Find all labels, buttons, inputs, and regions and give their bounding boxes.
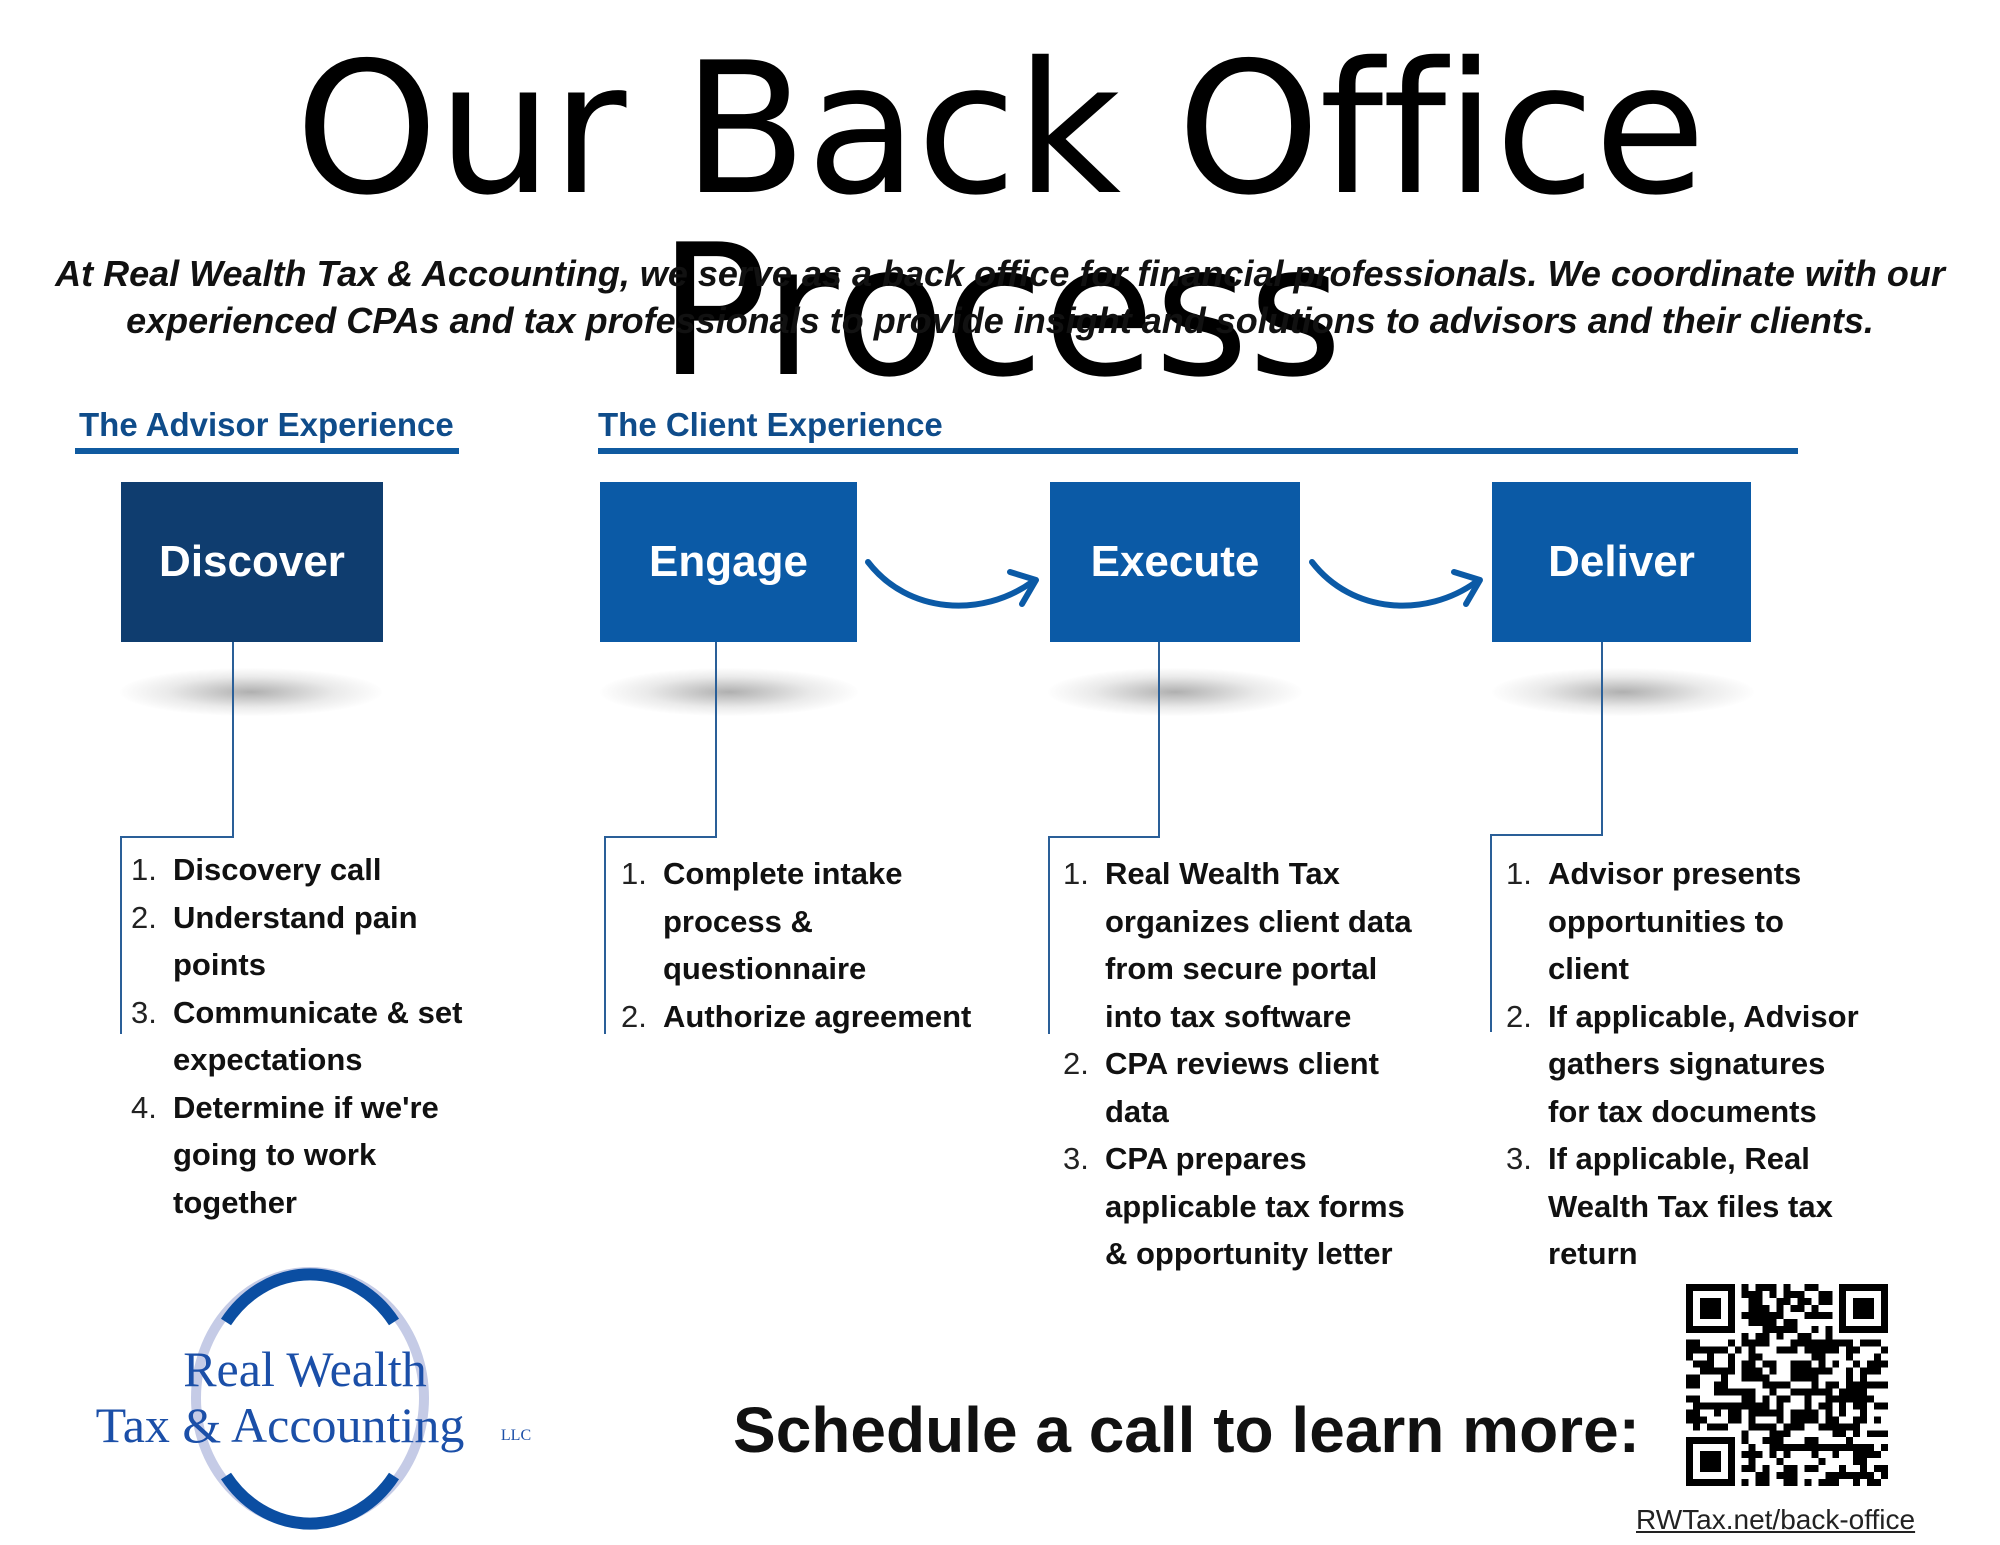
shadow-discover <box>120 668 382 716</box>
step-number: 2. <box>1063 1046 1089 1081</box>
step-number: 4. <box>131 1089 157 1125</box>
qr-code-icon[interactable] <box>1686 1284 1888 1486</box>
step-text: from secure portal <box>1105 951 1378 986</box>
intro-line-1: At Real Wealth Tax & Accounting, we serv… <box>55 253 1945 294</box>
connector-engage-down <box>604 836 606 1034</box>
step-text: If applicable, Real <box>1548 1141 1810 1176</box>
step-text: gathers signatures <box>1548 1046 1826 1081</box>
step-number: 2. <box>621 998 647 1034</box>
step-text: & opportunity letter <box>1105 1236 1393 1271</box>
step-text: Wealth Tax files tax <box>1548 1188 1833 1224</box>
step-item: 2. Understand pain points <box>131 894 471 989</box>
connector-execute <box>1158 642 1160 838</box>
step-item: 2. If applicable, Advisor gathers signatur… <box>1506 993 1906 1136</box>
step-number: 1. <box>1063 856 1089 891</box>
step-item: 1. Complete intake process & questionnaire <box>621 850 1001 993</box>
connector-deliver-down <box>1490 834 1492 1032</box>
step-text: CPA reviews client <box>1105 1046 1379 1081</box>
logo-line-2: Tax & Accounting <box>96 1397 465 1453</box>
step-text: data <box>1105 1093 1169 1129</box>
execute-steps: 1. Real Wealth Tax organizes client data fr… <box>1063 850 1463 1278</box>
stage-engage: Engage <box>600 482 857 642</box>
connector-discover <box>232 642 234 838</box>
stage-discover: Discover <box>121 482 383 642</box>
connector-engage <box>715 642 717 838</box>
connector-execute-down <box>1048 836 1050 1034</box>
curved-arrow-icon <box>865 559 1039 609</box>
step-item: 1. Advisor presents opportunities to client <box>1506 850 1906 993</box>
step-item: 3. CPA prepares applicable tax forms & oppo… <box>1063 1135 1463 1278</box>
step-text: for tax documents <box>1548 1093 1817 1129</box>
step-item: 2. CPA reviews client data <box>1063 1040 1463 1135</box>
step-number: 3. <box>131 994 157 1030</box>
discover-steps: 1. Discovery call 2. Understand pain points 3… <box>131 846 471 1226</box>
step-text: process & <box>663 903 813 939</box>
step-text: Complete intake <box>663 856 903 891</box>
step-item: 2. Authorize agreement <box>621 993 1001 1041</box>
stage-deliver: Deliver <box>1492 482 1751 642</box>
connector-deliver-h <box>1490 834 1601 836</box>
step-number: 1. <box>621 856 647 891</box>
step-text: Determine if we're <box>173 1089 439 1125</box>
step-text: together <box>173 1184 297 1220</box>
step-text: Discovery call <box>173 852 382 887</box>
engage-steps: 1. Complete intake process & questionnaire 2… <box>621 850 1001 1040</box>
deliver-steps: 1. Advisor presents opportunities to client… <box>1506 850 1906 1278</box>
step-text: If applicable, Advisor <box>1548 998 1859 1034</box>
connector-discover-h <box>120 836 232 838</box>
step-text: points <box>173 947 266 982</box>
step-item: 4. Determine if we're going to work togethe… <box>131 1084 471 1227</box>
step-number: 3. <box>1506 1141 1532 1176</box>
advisor-experience-label: The Advisor Experience <box>79 406 454 443</box>
connector-discover-down <box>120 836 122 1034</box>
step-text: into tax software <box>1105 998 1352 1034</box>
step-item: 3. Communicate & set expectations <box>131 989 471 1084</box>
cta-text: Schedule a call to learn more: <box>733 1394 1640 1466</box>
step-text: client <box>1548 951 1629 986</box>
client-underline <box>598 448 1798 454</box>
step-number: 1. <box>131 852 157 887</box>
step-number: 3. <box>1063 1141 1089 1176</box>
logo-line-1: Real Wealth <box>183 1341 427 1397</box>
step-text: Real Wealth Tax <box>1105 856 1340 891</box>
shadow-deliver <box>1492 668 1754 716</box>
step-text: return <box>1548 1236 1638 1271</box>
step-text: Communicate & set <box>173 994 463 1030</box>
step-text: applicable tax forms <box>1105 1188 1405 1224</box>
step-text: Understand pain <box>173 899 418 935</box>
step-text: expectations <box>173 1042 363 1077</box>
shadow-engage <box>600 668 858 716</box>
step-text: organizes client data <box>1105 903 1412 939</box>
real-wealth-logo: Real Wealth Tax & Accounting LLC <box>96 1267 531 1530</box>
intro-text: At Real Wealth Tax & Accounting, we serv… <box>40 250 1960 344</box>
step-text: going to work <box>173 1137 377 1172</box>
step-text: Authorize agreement <box>663 998 972 1034</box>
step-number: 1. <box>1506 856 1532 891</box>
shadow-execute <box>1048 668 1302 716</box>
step-item: 1. Real Wealth Tax organizes client data fr… <box>1063 850 1463 1040</box>
connector-execute-h <box>1048 836 1158 838</box>
connector-engage-h <box>604 836 715 838</box>
stage-execute: Execute <box>1050 482 1300 642</box>
page-title: Our Back Office Process <box>295 23 1706 417</box>
step-text: opportunities to <box>1548 903 1784 939</box>
connector-deliver <box>1601 642 1603 836</box>
step-text: Advisor presents <box>1548 856 1802 891</box>
intro-line-2: experienced CPAs and tax professionals t… <box>126 300 1874 341</box>
step-text: questionnaire <box>663 951 867 986</box>
logo-suffix: LLC <box>501 1427 531 1444</box>
client-experience-label: The Client Experience <box>598 406 943 443</box>
step-text: CPA prepares <box>1105 1141 1307 1176</box>
advisor-underline <box>75 448 459 454</box>
step-number: 2. <box>1506 998 1532 1034</box>
step-number: 2. <box>131 899 157 935</box>
curved-arrow-icon <box>1309 559 1483 609</box>
back-office-link[interactable]: RWTax.net/back-office <box>1636 1504 1916 1535</box>
step-item: 1. Discovery call <box>131 846 471 894</box>
